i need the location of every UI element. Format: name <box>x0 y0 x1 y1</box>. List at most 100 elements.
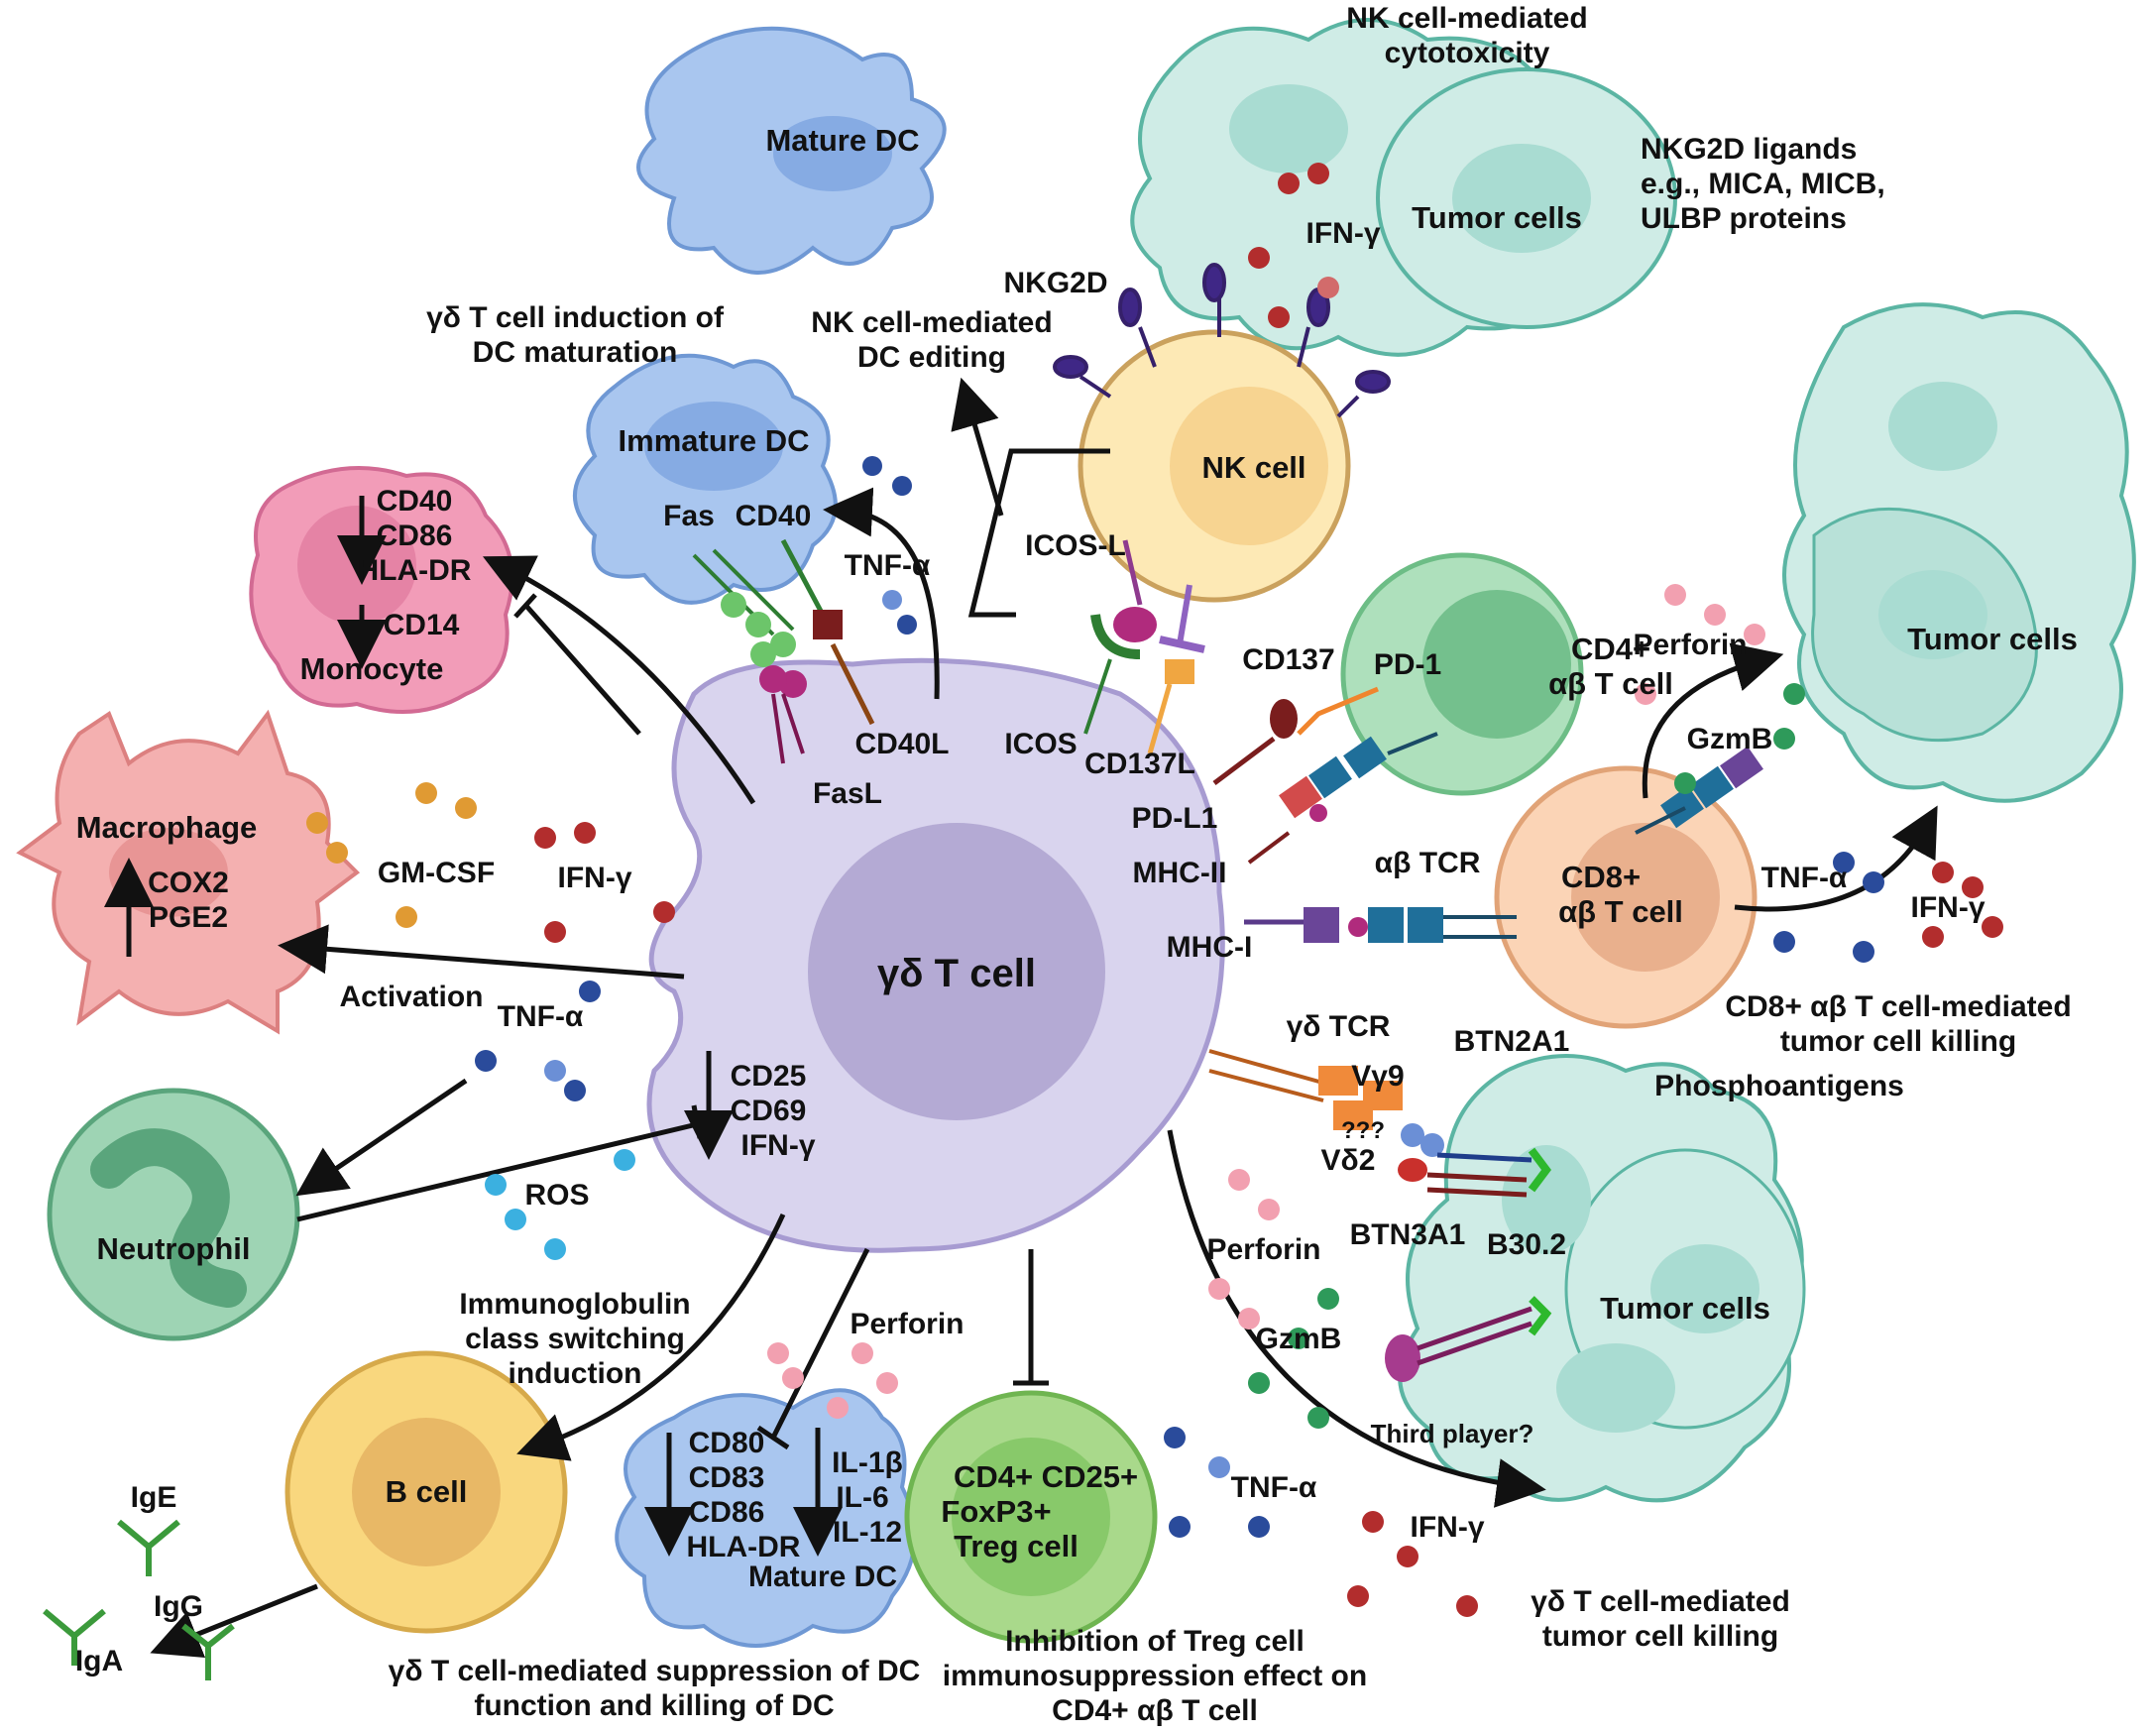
treg-nucleus <box>952 1438 1110 1596</box>
ifn-mac-label: IFN-γ <box>558 862 632 894</box>
inhibit-monocyte <box>513 593 641 736</box>
gd-perforin-label: Perforin <box>1206 1233 1320 1266</box>
inhibit-treg <box>1013 1249 1049 1386</box>
dc-right-marker-3: IL-12 <box>833 1516 902 1549</box>
mhc2-label: MHC-II <box>1133 857 1227 889</box>
neutrophil-nucleus <box>90 1128 247 1308</box>
nk-cell-nucleus <box>1170 387 1328 545</box>
ige-label: IgE <box>131 1481 177 1514</box>
dc-right-marker-1: IL-1β <box>832 1446 903 1479</box>
cytokine-dots <box>306 163 2003 1617</box>
b-cell-label: B cell <box>386 1474 468 1509</box>
treg-caption-3: CD4+ αβ T cell <box>1052 1694 1258 1727</box>
cd8-caption-1: CD8+ αβ T cell-mediated <box>1725 990 2071 1023</box>
tumor-cells-bottom <box>1398 1054 1806 1503</box>
tumor-cells-right <box>1782 302 2136 803</box>
macrophage-marker-1: COX2 <box>148 867 229 899</box>
gd-caption-2: tumor cell killing <box>1542 1620 1778 1653</box>
arrow-to-nk-editing <box>951 377 1004 517</box>
bracket-nk <box>967 448 1110 618</box>
nk-cytotoxicity-title-2: cytotoxicity <box>1385 37 1550 69</box>
dc-right-marker-2: IL-6 <box>836 1481 888 1514</box>
nkg2d-ligands-1: NKG2D ligands <box>1641 133 1857 166</box>
gd-t-cell-nucleus <box>808 823 1105 1120</box>
mhc1-tcr-complex <box>1244 907 1517 943</box>
cd8-label-1: CD8+ <box>1561 860 1641 894</box>
monocyte-marker-1: CD40 <box>377 485 453 518</box>
ifn-top-label: IFN-γ <box>1306 217 1381 250</box>
icos-complex <box>1083 539 1157 735</box>
phosphoantigens-label: Phosphoantigens <box>1654 1070 1904 1102</box>
gdtcr-label: γδ TCR <box>1287 1010 1391 1043</box>
b302-label: B30.2 <box>1487 1228 1566 1261</box>
ig-caption-3: induction <box>509 1357 642 1390</box>
connectors <box>104 377 1938 1659</box>
cd40-cd40l-complex <box>780 538 875 726</box>
mhc2-tcr-complex <box>1247 732 1438 865</box>
nk-cytotoxicity-title-1: NK cell-mediated <box>1346 2 1587 35</box>
dc-left-marker-1: CD80 <box>689 1427 765 1459</box>
neutrophil-body <box>47 1088 300 1341</box>
cd8-label-2: αβ T cell <box>1558 894 1683 929</box>
cd137-complex <box>1147 584 1205 754</box>
btn3a1-label: BTN3A1 <box>1350 1218 1466 1251</box>
cd137l-label: CD137L <box>1084 748 1195 780</box>
pd1-pdl1-complex <box>1212 686 1379 785</box>
cd8-tcr-complex <box>1635 746 1763 835</box>
monocyte-label: Monocyte <box>300 651 444 686</box>
b-cell-nucleus <box>352 1418 501 1566</box>
iga-label: IgA <box>75 1645 123 1677</box>
btn2a1-label: BTN2A1 <box>1454 1025 1570 1058</box>
arrow-to-macrophage <box>278 924 685 980</box>
gd-marker-3: IFN-γ <box>741 1129 816 1162</box>
cd4-label-2: αβ T cell <box>1548 666 1673 701</box>
bottom-tnf-label: TNF-α <box>1231 1471 1317 1504</box>
cd137-label: CD137 <box>1242 643 1334 676</box>
cd8-t-cell-nucleus <box>1571 823 1720 972</box>
mature-dc-top-nucleus <box>773 116 892 191</box>
vd2-label: Vδ2 <box>1321 1144 1376 1177</box>
cd8-ifn-label: IFN-γ <box>1911 891 1986 924</box>
dc-caption-2: function and killing of DC <box>474 1689 834 1722</box>
dc-bottom-label: Mature DC <box>748 1561 897 1593</box>
dc-left-marker-4: HLA-DR <box>687 1531 801 1563</box>
fas-fasl-complex <box>692 548 807 764</box>
icosl-label: ICOS-L <box>1025 529 1126 562</box>
vg9-label: Vγ9 <box>1351 1060 1404 1093</box>
tnf-mac-label: TNF-α <box>498 1000 584 1033</box>
cd40l-label: CD40L <box>854 728 949 760</box>
dc-induction-2: DC maturation <box>473 336 678 369</box>
tumor-right-label: Tumor cells <box>1907 622 2078 656</box>
dc-perforin-label: Perforin <box>850 1308 964 1340</box>
igg-label: IgG <box>154 1590 203 1623</box>
treg-label-1: CD4+ CD25+ <box>954 1459 1138 1494</box>
nkg2d-label: NKG2D <box>1003 267 1107 299</box>
gmcsf-label: GM-CSF <box>378 857 495 889</box>
gd-tcr-btn-complex <box>1208 1049 1551 1198</box>
macrophage-label: Macrophage <box>76 810 258 845</box>
gd-gzmb-label: GzmB <box>1256 1323 1342 1355</box>
abtcr-label: αβ TCR <box>1375 847 1481 879</box>
monocyte-marker-2: CD86 <box>377 520 453 552</box>
arrow-cd8-perforin <box>1642 642 1784 799</box>
nkg2d-ligands-3: ULBP proteins <box>1641 202 1847 235</box>
nkg2d-ligands-2: e.g., MICA, MICB, <box>1641 168 1885 200</box>
gd-marker-1: CD25 <box>731 1060 807 1093</box>
inhibit-dc-bottom <box>756 1247 870 1450</box>
gd-t-cell-label: γδ T cell <box>877 952 1036 995</box>
tnf-dc-label: TNF-α <box>845 549 931 582</box>
treg-label-3: Treg cell <box>954 1529 1078 1563</box>
nk-dc-editing-1: NK cell-mediated <box>811 306 1052 339</box>
monocyte-marker-4: CD14 <box>384 609 460 641</box>
fas-label: Fas <box>663 500 715 532</box>
nkg2d-receptors <box>1053 263 1391 418</box>
immature-dc-label: Immature DC <box>619 423 810 458</box>
treg-caption-2: immunosuppression effect on <box>943 1660 1367 1692</box>
pd1-label: PD-1 <box>1374 648 1441 681</box>
gd-marker-2: CD69 <box>731 1095 807 1127</box>
arrow-cd8-tnf <box>1734 805 1938 912</box>
immature-dc-nucleus <box>644 402 783 491</box>
ig-caption-1: Immunoglobulin <box>459 1288 690 1321</box>
